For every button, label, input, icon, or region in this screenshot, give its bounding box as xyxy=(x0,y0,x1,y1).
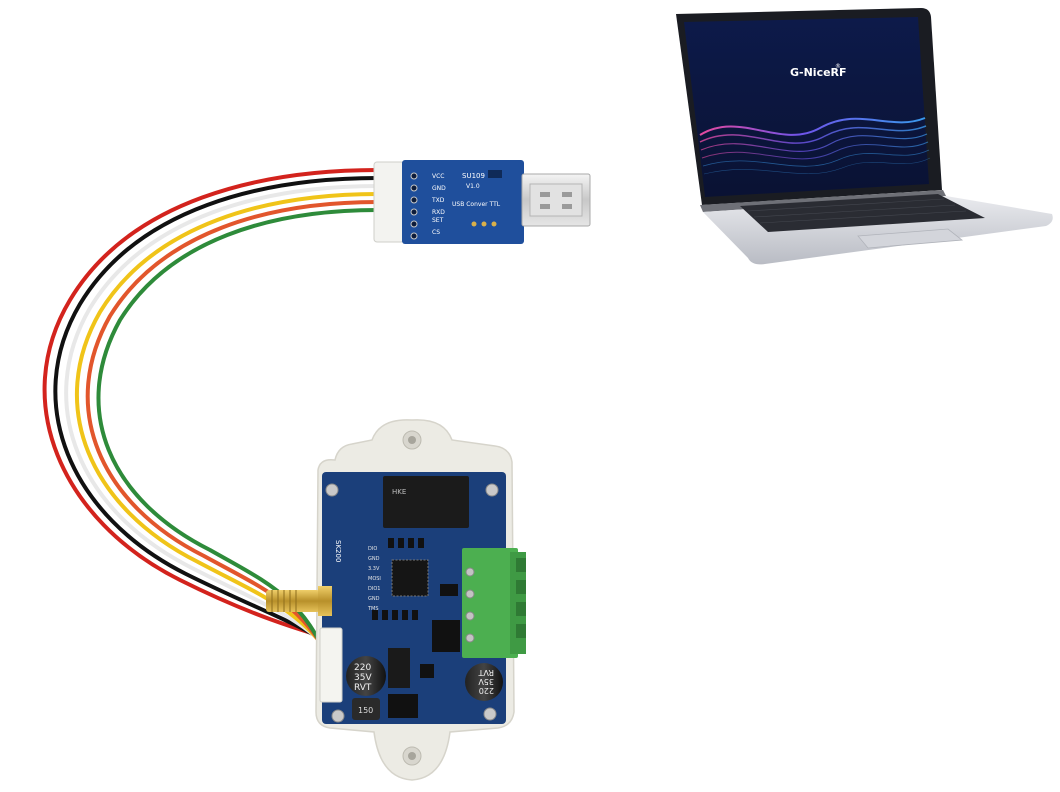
sma-antenna-connector xyxy=(266,586,332,616)
svg-text:220: 220 xyxy=(354,663,371,673)
module-cable-connector xyxy=(319,627,343,703)
laptop-logo-mark: ® xyxy=(835,63,841,70)
pin-label-3v3: 3.3V xyxy=(368,566,380,572)
terminal-block xyxy=(462,548,526,658)
adapter-pin-rxd: RXD xyxy=(432,209,445,216)
laptop: G-NiceRF ® xyxy=(676,8,1053,265)
adapter-pin-set: SET xyxy=(432,217,444,224)
adapter-description: USB Conver TTL xyxy=(452,201,501,208)
pin-label-gnd: GND xyxy=(368,556,380,562)
adapter-pin-gnd: GND xyxy=(432,185,446,192)
adapter-pin-vcc: VCC xyxy=(432,173,444,180)
relay xyxy=(383,476,469,528)
adapter-version: V1.0 xyxy=(466,183,480,190)
svg-text:RVT: RVT xyxy=(354,683,372,693)
capacitor-right: 220 35V RVT xyxy=(465,663,503,701)
laptop-keyboard xyxy=(740,194,985,232)
capacitor-left: 220 35V RVT xyxy=(346,656,386,696)
adapter-pin-cs: CS xyxy=(432,229,440,236)
svg-text:35V: 35V xyxy=(478,677,494,686)
relay-module-enclosure: HKE SK200 DIO GND 3.3V MOSI DIO1 GND TMS xyxy=(266,419,526,781)
mcu-chip xyxy=(391,559,429,597)
pin-label-tms: TMS xyxy=(367,606,379,612)
pin-label-dio: DIO xyxy=(368,546,377,552)
adapter-pin-txd: TXD xyxy=(431,197,445,204)
laptop-screen xyxy=(684,17,929,197)
screen-wave-graphic xyxy=(699,117,931,175)
laptop-screen-logo: G-NiceRF xyxy=(790,66,847,79)
svg-text:150: 150 xyxy=(358,706,373,715)
pin-label-dio1: DIO1 xyxy=(368,586,380,592)
adapter-model: SU109 xyxy=(462,172,485,180)
adapter-header-connector xyxy=(373,161,405,243)
laptop-trackpad xyxy=(857,228,964,249)
svg-text:220: 220 xyxy=(479,686,494,695)
svg-text:RVT: RVT xyxy=(478,668,494,677)
board-label: SK200 xyxy=(334,540,342,562)
svg-text:35V: 35V xyxy=(354,673,372,683)
pin-label-gnd2: GND xyxy=(368,596,380,602)
pin-label-mosi: MOSI xyxy=(368,576,381,582)
usb-ttl-adapter: VCC GND TXD RXD SET CS SU109 V1.0 USB Co… xyxy=(373,160,591,244)
relay-brand: HKE xyxy=(392,488,406,496)
inductor: 150 xyxy=(352,698,380,720)
